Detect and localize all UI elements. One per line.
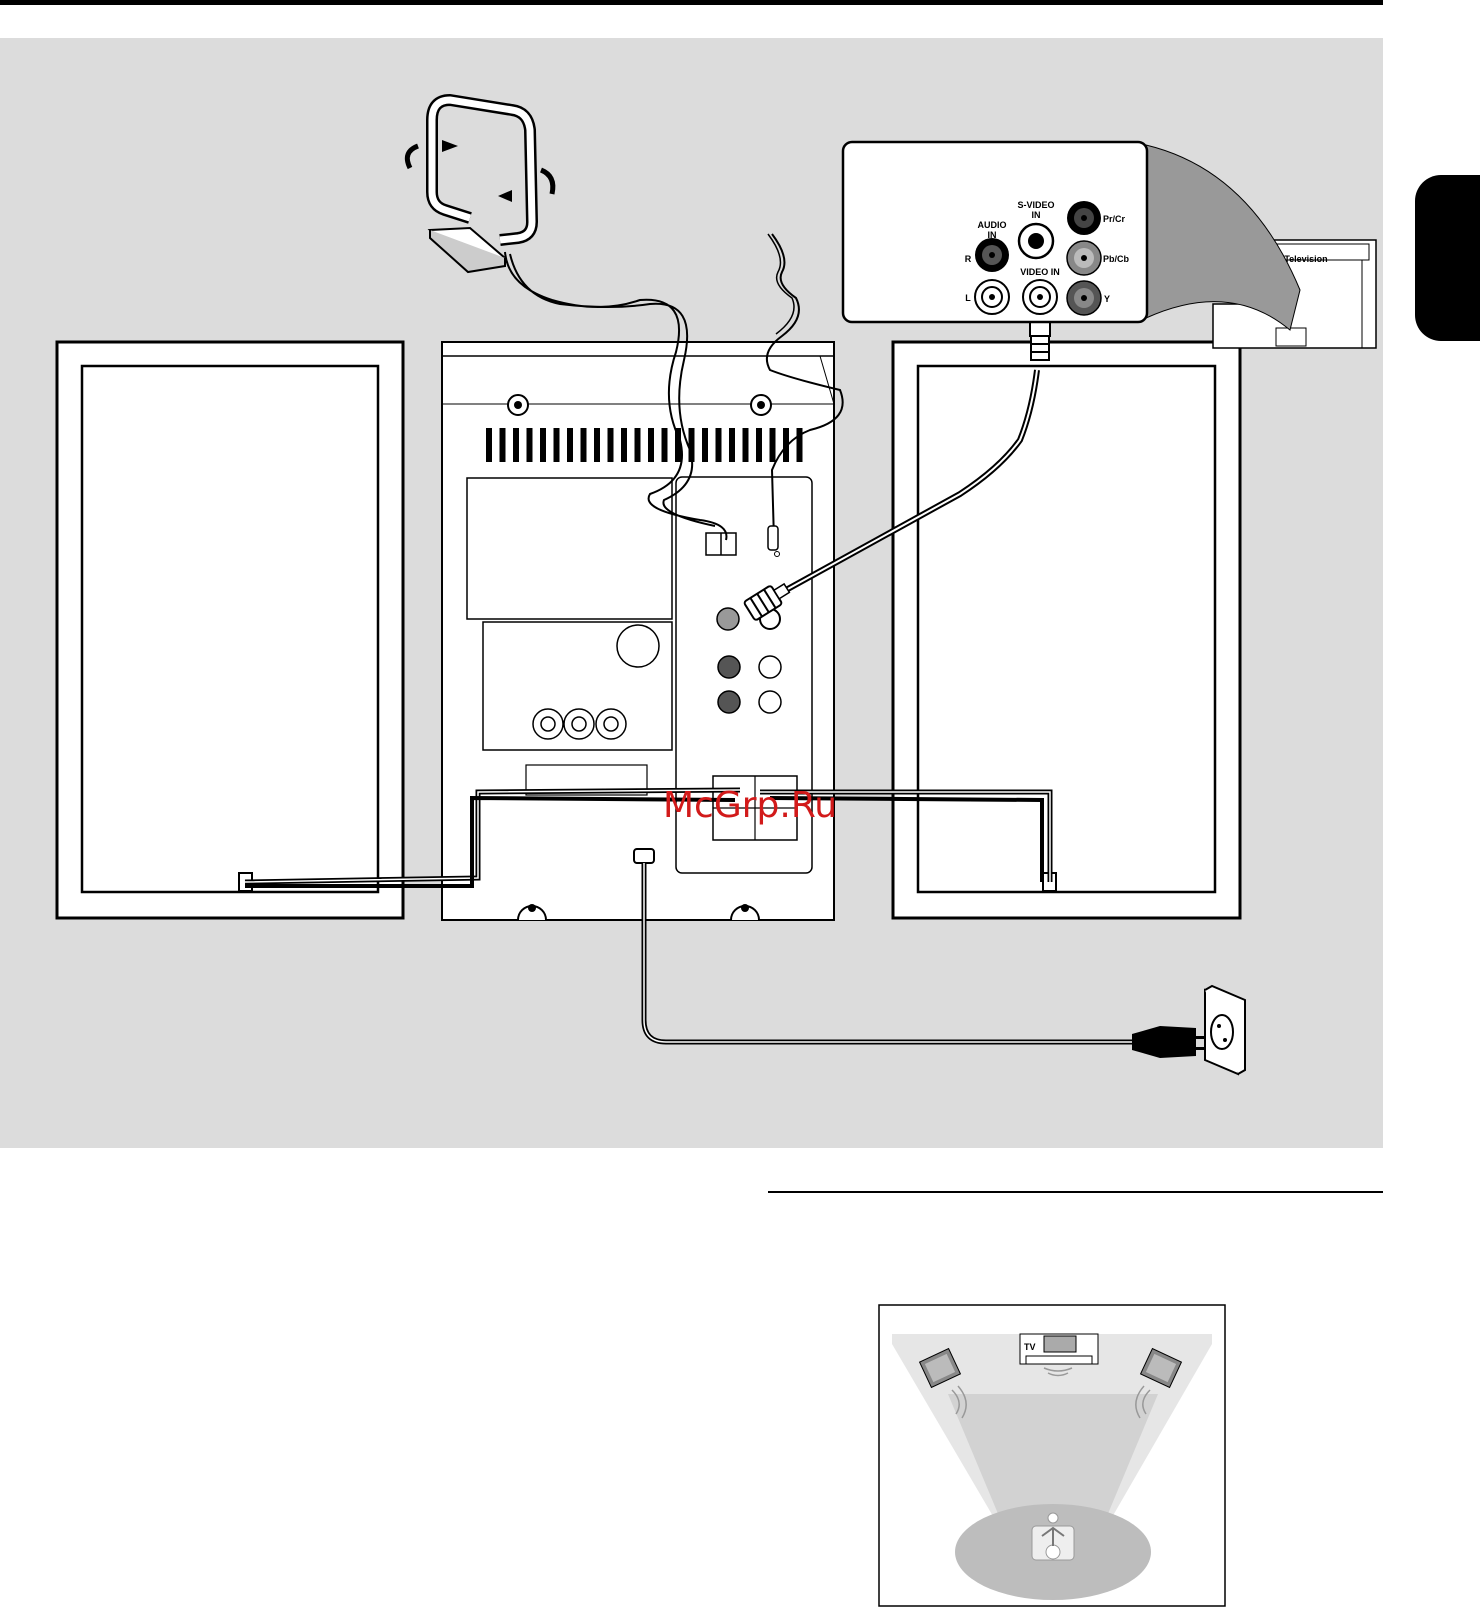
vent-slot bbox=[743, 428, 749, 462]
pb-cb-label: Pb/Cb bbox=[1103, 254, 1130, 264]
vent-slot bbox=[513, 428, 519, 462]
vent-slot bbox=[716, 428, 722, 462]
vent-slot bbox=[540, 428, 546, 462]
pr-cr-label: Pr/Cr bbox=[1103, 214, 1126, 224]
audio-in-label-line2: IN bbox=[988, 230, 997, 240]
tv-label: TV bbox=[1024, 1342, 1036, 1352]
vent-slot bbox=[756, 428, 762, 462]
audio-in-label-line1: AUDIO bbox=[978, 220, 1007, 230]
rotate-arrow-icon bbox=[407, 146, 418, 168]
s-video-label-line2: IN bbox=[1032, 210, 1041, 220]
left-speaker bbox=[57, 342, 403, 918]
vent-slot bbox=[608, 428, 614, 462]
y-label: Y bbox=[1104, 294, 1110, 304]
vent-slot bbox=[554, 428, 560, 462]
s-video-label-line1: S-VIDEO bbox=[1017, 200, 1054, 210]
vent-slot bbox=[621, 428, 627, 462]
vent-slot bbox=[567, 428, 573, 462]
vent-slot bbox=[500, 428, 506, 462]
am-loop-antenna-icon bbox=[407, 100, 553, 272]
video-in-label: VIDEO IN bbox=[1020, 267, 1060, 277]
main-unit-rear bbox=[442, 342, 834, 920]
wall-socket-icon bbox=[1205, 986, 1245, 1074]
rotate-arrow-icon bbox=[541, 170, 553, 194]
power-plug-icon bbox=[1132, 1026, 1206, 1058]
vent-slot bbox=[648, 428, 654, 462]
audio-r-label: R bbox=[965, 254, 972, 264]
television-label: Television bbox=[1284, 254, 1327, 264]
section-rule bbox=[768, 1191, 1383, 1193]
connection-panel-zoom: S-VIDEO IN AUDIO IN R L VIDEO IN Pr/Cr P… bbox=[843, 142, 1147, 322]
vent-slot bbox=[702, 428, 708, 462]
vent-slot bbox=[527, 428, 533, 462]
vent-slot bbox=[581, 428, 587, 462]
connection-diagram: Television S-VIDEO IN bbox=[0, 0, 1480, 1160]
zoom-callout bbox=[1146, 145, 1300, 330]
audio-l-label: L bbox=[965, 293, 971, 303]
vent-slot bbox=[635, 428, 641, 462]
vent-slot bbox=[486, 428, 492, 462]
vent-slot bbox=[594, 428, 600, 462]
vent-slot bbox=[770, 428, 776, 462]
rca-output-jacks bbox=[533, 709, 626, 739]
vent-slot bbox=[662, 428, 668, 462]
right-speaker bbox=[893, 342, 1240, 918]
room-placement-diagram: TV bbox=[878, 1304, 1228, 1609]
vent-slot bbox=[729, 428, 735, 462]
